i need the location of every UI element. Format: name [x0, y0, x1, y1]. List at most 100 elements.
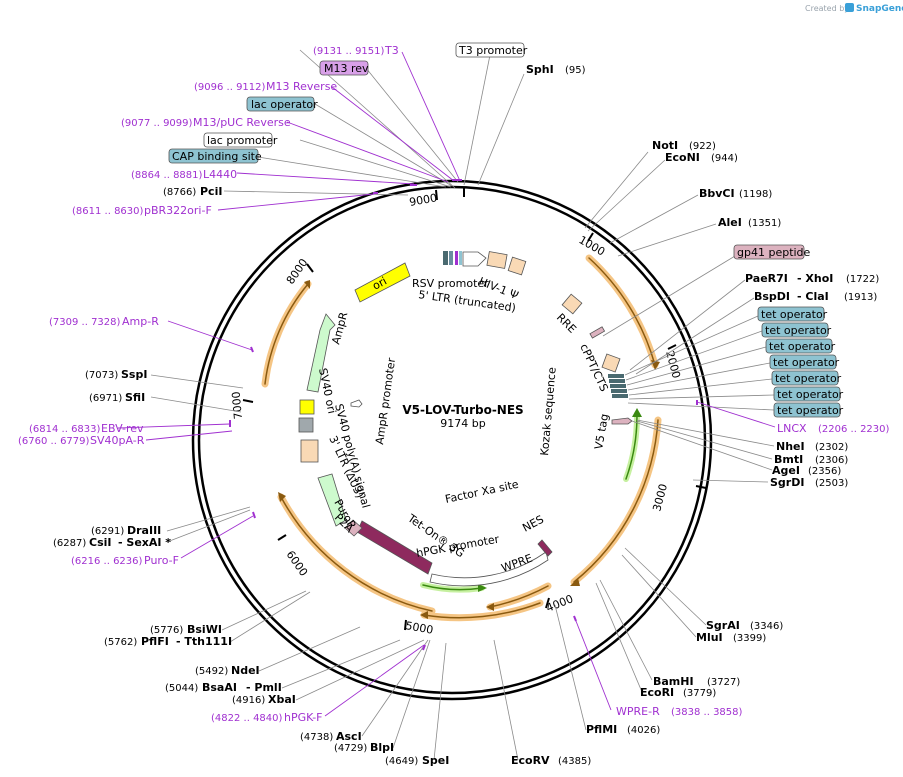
- sgrai-name: SgrAI: [706, 619, 740, 632]
- bsiwi-name: BsiWI: [187, 623, 222, 636]
- lac-promoter-label: lac promoter: [207, 134, 278, 147]
- alei-name: AleI: [718, 216, 742, 229]
- wpre-r-name: WPRE-R: [616, 705, 660, 718]
- tick-6000: 6000: [284, 548, 311, 578]
- puro-f-pos: (6216 .. 6236): [71, 556, 143, 567]
- bsaai-name: BsaAI: [202, 681, 237, 694]
- sspi-pos: (7073): [85, 370, 118, 381]
- pflfi-name: PflFI: [141, 635, 169, 648]
- pflmi-pos: (4026): [627, 725, 660, 736]
- draiii-name: DraIII: [127, 524, 161, 537]
- alei-pos: (1351): [748, 218, 781, 229]
- pbr322ori-name: pBR322ori-F: [144, 204, 212, 217]
- pcii-pos: (8766): [163, 187, 196, 198]
- spei-name: SpeI: [422, 754, 449, 767]
- factor-xa-label: Factor Xa site: [444, 478, 520, 506]
- t3-promoter-label: T3 promoter: [458, 44, 528, 57]
- hpgk-promoter-feature: [429, 551, 549, 587]
- pmli-name: - PmlI: [246, 681, 282, 694]
- wpre-r-pos: (3838 .. 3858): [671, 707, 743, 718]
- sphi-pos: (95): [565, 65, 586, 76]
- sv40-ori-box: [299, 399, 315, 415]
- tet-operator-5: tet operator: [775, 372, 842, 385]
- spei-pos: (4649): [385, 756, 418, 767]
- nes-label: NES: [520, 513, 546, 535]
- m13-rev-label: M13 rev: [324, 62, 369, 75]
- tick-3000: 3000: [650, 482, 670, 512]
- tick-5000: 5000: [404, 619, 434, 637]
- ebv-rev-name: EBV-rev: [101, 422, 144, 435]
- agei-name: AgeI: [772, 464, 800, 477]
- lac-promoter-box: [203, 132, 273, 148]
- l4440-pos: (8864 .. 8881): [131, 170, 203, 181]
- ecorv-pos: (4385): [558, 756, 591, 767]
- rsv-promoter-label: RSV promoter: [412, 277, 489, 290]
- amp-r-primer-name: Amp-R: [122, 315, 159, 328]
- sspi-name: SspI: [121, 368, 147, 381]
- cap-binding-site-label: CAP binding site: [172, 150, 262, 163]
- t3-primer-pos: (9131 .. 9151): [313, 46, 385, 57]
- tet-operator-blocks: [608, 374, 628, 398]
- rre-label: RRE: [554, 311, 579, 336]
- hiv-psi-box: [507, 256, 527, 276]
- brand-prefix: Created by: [805, 4, 849, 13]
- ampr-label: AmpR: [329, 310, 350, 345]
- brand-name: SnapGene: [856, 4, 903, 14]
- tth111i-name: - Tth111I: [176, 635, 232, 648]
- sgrdi-name: SgrDI: [770, 476, 804, 489]
- m13-reverse-pos: (9096 .. 9112): [194, 82, 266, 93]
- p2a-feature: [344, 519, 363, 537]
- ampr-promoter-label: AmpR promoter: [373, 357, 398, 446]
- tick-9000: 9000: [408, 191, 438, 209]
- draiii-pos: (6291): [91, 526, 124, 537]
- lncx-name: LNCX: [777, 422, 807, 435]
- tet-operator-3: tet operator: [769, 340, 836, 353]
- ampr-feature: [306, 313, 336, 393]
- asci-name: AscI: [336, 730, 362, 743]
- sv40pa-r-pos: (6760 .. 6779): [18, 436, 90, 447]
- ecorv-name: EcoRV: [511, 754, 550, 767]
- t3-promoter-box: [455, 42, 525, 58]
- lac-operator-label: lac operator: [251, 98, 318, 111]
- noti-name: NotI: [652, 139, 678, 152]
- ecori-name: EcoRI: [640, 686, 674, 699]
- tick-4000: 4000: [544, 592, 575, 615]
- ori-feature: [354, 262, 411, 303]
- clai-pos: (1913): [844, 292, 877, 303]
- nhei-pos: (2302): [815, 442, 848, 453]
- ndei-name: NdeI: [231, 664, 260, 677]
- bspdi-name: BspDI: [754, 290, 790, 303]
- tet-operator-list: tet operator tet operator tet operator t…: [757, 306, 844, 418]
- sfii-name: SfiI: [125, 391, 145, 404]
- ebv-rev-pos: (6814 .. 6833): [29, 424, 101, 435]
- bmti-pos: (2306): [815, 455, 848, 466]
- cppt-box: [601, 353, 621, 373]
- sphi-name: SphI: [526, 63, 554, 76]
- puror-feature: [317, 473, 347, 527]
- ltr3-box: [300, 439, 319, 463]
- pflfi-pos: (5762): [104, 637, 137, 648]
- plasmid-name: V5-LOV-Turbo-NES: [402, 403, 523, 417]
- tet-operator-7: tet operator: [777, 404, 844, 417]
- xhoi-name: - XhoI: [797, 272, 833, 285]
- asci-pos: (4738): [300, 732, 333, 743]
- bamhi-name: BamHI: [653, 675, 694, 688]
- v5-tag-feature: [611, 417, 633, 425]
- m13-puc-reverse-name: M13/pUC Reverse: [193, 116, 291, 129]
- v5-tag-label: V5 tag: [592, 413, 611, 451]
- tet-operator-1: tet operator: [761, 308, 828, 321]
- pcii-name: PciI: [200, 185, 222, 198]
- nes-feature: [537, 539, 553, 557]
- sgrai-pos: (3346): [750, 621, 783, 632]
- leader-lines: [117, 49, 776, 761]
- nhei-name: NheI: [776, 440, 805, 453]
- rsv-promoter-arrow: [462, 251, 487, 267]
- plasmid-size: 9174 bp: [440, 417, 485, 430]
- sgrdi-pos: (2503): [815, 478, 848, 489]
- rre-box: [561, 293, 583, 315]
- tet-operator-4: tet operator: [773, 356, 840, 369]
- lncx-pos: (2206 .. 2230): [818, 424, 890, 435]
- blpi-pos: (4729): [334, 743, 367, 754]
